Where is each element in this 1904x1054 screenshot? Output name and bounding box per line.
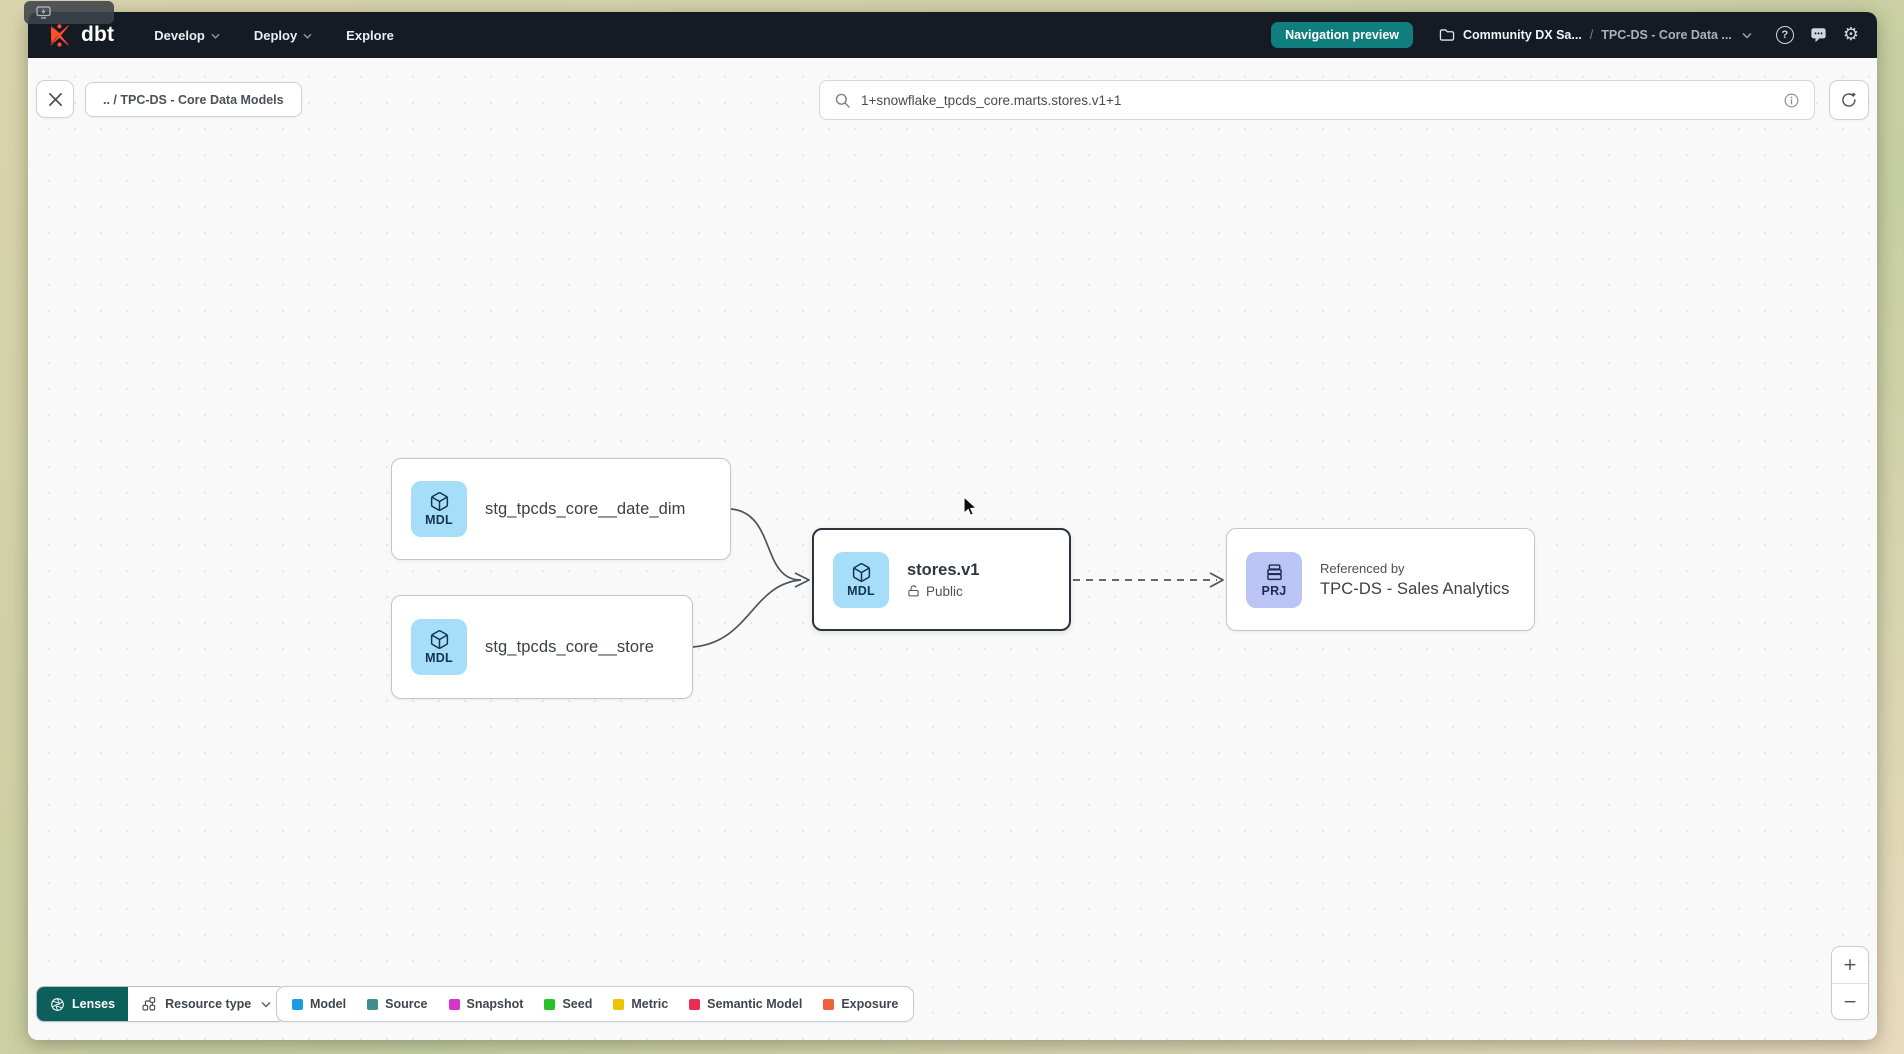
legend-swatch (544, 998, 556, 1010)
mouse-cursor (963, 495, 978, 517)
nav-explore-label: Explore (346, 27, 394, 43)
badge-label: MDL (425, 651, 453, 665)
legend-item-model: Model (292, 997, 346, 1011)
node-stg-tpcds-core-store[interactable]: MDL stg_tpcds_core__store (391, 595, 693, 699)
legend-item-semantic-model: Semantic Model (689, 997, 802, 1011)
refresh-lineage-button[interactable] (1829, 80, 1869, 120)
node-label: TPC-DS - Sales Analytics (1320, 579, 1510, 598)
lenses-control-group: Lenses Resource type (36, 986, 286, 1022)
legend-swatch (689, 998, 701, 1010)
badge-label: MDL (425, 513, 453, 527)
project-stack-icon (1266, 563, 1282, 580)
unlock-icon (908, 585, 919, 597)
legend-item-exposure: Exposure (823, 997, 898, 1011)
screen-capture-widget[interactable] (24, 1, 114, 24)
model-cube-icon (852, 562, 870, 582)
topbar-icon-group: ? ⚙ (1775, 24, 1859, 45)
folder-icon (1439, 29, 1455, 41)
navigation-preview-badge[interactable]: Navigation preview (1271, 22, 1414, 48)
node-stg-tpcds-core-date-dim[interactable]: MDL stg_tpcds_core__date_dim (391, 458, 731, 560)
model-cube-icon (430, 492, 448, 511)
legend-item-metric: Metric (613, 997, 668, 1011)
breadcrumb-account: Community DX Sa... (1463, 28, 1582, 42)
model-type-badge: MDL (411, 481, 467, 537)
refresh-icon (1842, 92, 1856, 107)
chevron-down-icon (303, 33, 312, 39)
legend-swatch (613, 998, 625, 1010)
chevron-down-icon (211, 33, 220, 39)
resource-type-legend: Model Source Snapshot Seed Metric Semant… (276, 986, 915, 1022)
search-icon (835, 93, 850, 108)
nav-item-deploy[interactable]: Deploy (254, 28, 312, 43)
resource-type-icon (142, 997, 156, 1011)
lenses-button[interactable]: Lenses (37, 987, 129, 1021)
zoom-controls: + − (1831, 946, 1869, 1020)
resource-type-dropdown[interactable]: Resource type (128, 987, 285, 1021)
app-window: dbt Develop Deploy Explore Navigation pr… (28, 12, 1877, 1040)
breadcrumb-project: TPC-DS - Core Data ... (1601, 28, 1732, 42)
lineage-search (819, 80, 1815, 120)
close-lineage-button[interactable] (36, 80, 74, 118)
lenses-label: Lenses (72, 997, 116, 1011)
nav-develop-label: Develop (154, 27, 205, 43)
zoom-out-button[interactable]: − (1832, 983, 1868, 1019)
info-icon[interactable] (1783, 92, 1800, 109)
legend-swatch (823, 998, 835, 1010)
dbt-logo-text: dbt (81, 23, 115, 46)
main-nav: Develop Deploy Explore (154, 28, 394, 43)
legend-swatch (448, 998, 460, 1010)
top-navbar: dbt Develop Deploy Explore Navigation pr… (28, 12, 1877, 58)
model-type-badge: MDL (411, 619, 467, 675)
resource-type-label: Resource type (165, 997, 252, 1011)
lineage-breadcrumb-chip[interactable]: .. / TPC-DS - Core Data Models (85, 82, 302, 117)
nav-deploy-label: Deploy (253, 27, 298, 43)
model-cube-icon (430, 630, 448, 649)
node-tpcds-sales-analytics-project[interactable]: PRJ Referenced by TPC-DS - Sales Analyti… (1226, 528, 1535, 631)
settings-gear-icon[interactable]: ⚙ (1842, 24, 1859, 45)
lineage-canvas[interactable]: .. / TPC-DS - Core Data Models (28, 58, 1877, 1040)
node-label: stg_tpcds_core__date_dim (485, 499, 686, 518)
breadcrumb[interactable]: Community DX Sa... / TPC-DS - Core Data … (1439, 28, 1752, 42)
monitor-icon (36, 6, 51, 19)
node-stores-v1[interactable]: MDL stores.v1 Public (812, 528, 1071, 631)
legend-item-source: Source (367, 997, 428, 1011)
nav-item-develop[interactable]: Develop (154, 28, 220, 43)
chevron-down-icon (261, 1001, 271, 1008)
legend-swatch (367, 998, 379, 1010)
help-icon[interactable]: ? (1775, 26, 1794, 44)
node-label: stg_tpcds_core__store (485, 637, 655, 656)
lineage-search-input[interactable] (861, 92, 1773, 108)
legend-swatch (292, 998, 303, 1010)
badge-label: MDL (847, 583, 875, 598)
legend-item-snapshot: Snapshot (448, 997, 523, 1011)
legend-item-seed: Seed (544, 997, 592, 1011)
node-title: stores.v1 (907, 560, 980, 579)
referenced-by-label: Referenced by (1320, 560, 1405, 576)
lenses-aperture-icon (51, 997, 64, 1011)
close-icon (48, 92, 62, 106)
badge-label: PRJ (1261, 583, 1287, 598)
dbt-logo[interactable]: dbt (46, 22, 114, 49)
nav-item-explore[interactable]: Explore (346, 28, 394, 43)
dbt-logo-icon (50, 23, 69, 47)
feedback-chat-icon[interactable] (1809, 26, 1828, 44)
project-type-badge: PRJ (1246, 551, 1302, 608)
zoom-in-button[interactable]: + (1832, 947, 1868, 983)
access-row: Public (907, 584, 979, 599)
breadcrumb-separator: / (1589, 28, 1594, 42)
chevron-down-icon (1742, 32, 1752, 39)
access-label: Public (926, 583, 963, 599)
model-type-badge: MDL (833, 551, 889, 608)
